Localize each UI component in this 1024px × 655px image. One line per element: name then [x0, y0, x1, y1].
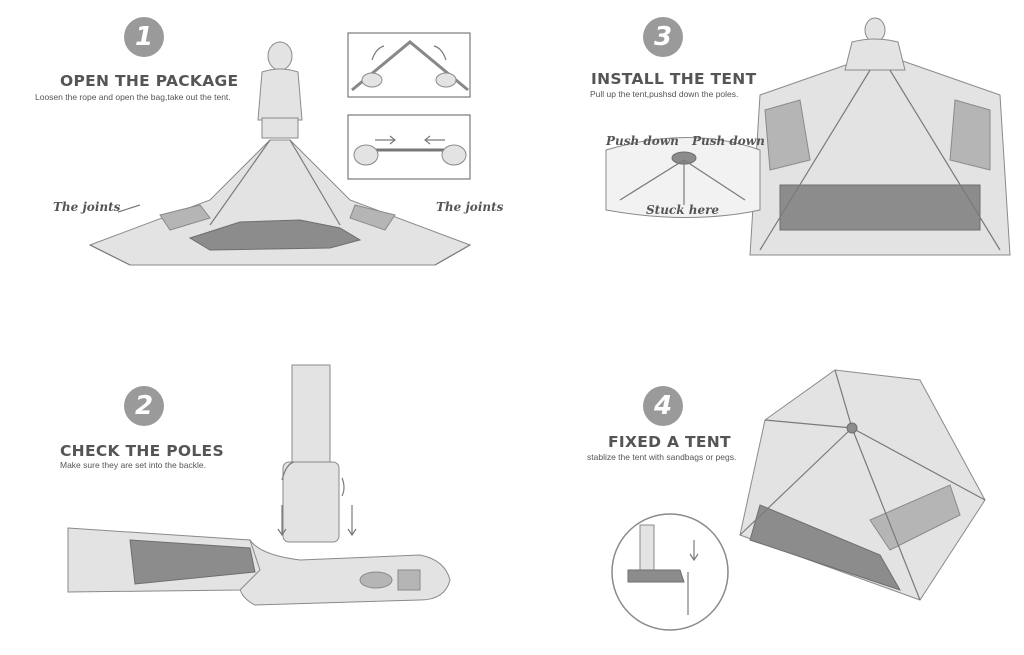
step-4-badge: 4 — [643, 386, 683, 426]
step3-inset — [605, 137, 761, 218]
step-1-title: OPEN THE PACKAGE — [60, 72, 239, 90]
step-4-title: FIXED A TENT — [608, 433, 731, 451]
step-1-subtitle: Loosen the rope and open the bag,take ou… — [35, 92, 231, 102]
step-4-subtitle: stablize the tent with sandbags or pegs. — [587, 452, 737, 462]
step1-inset-bottom-art — [353, 135, 467, 166]
step2-pole-illustration — [67, 364, 451, 606]
step-1-note-joints-left: The joints — [53, 200, 121, 214]
step-3-badge: 3 — [643, 17, 683, 57]
step4-tent-illustration — [739, 369, 986, 601]
step-2-badge: 2 — [124, 386, 164, 426]
step1-inset-top-art — [351, 40, 469, 92]
step-2-subtitle: Make sure they are set into the backle. — [60, 460, 206, 470]
step1-inset-top — [347, 32, 471, 98]
step4-inset-circle — [611, 513, 729, 631]
step-1-badge: 1 — [124, 17, 164, 57]
step-3-title: INSTALL THE TENT — [591, 70, 757, 88]
step-1-note-joints-right: The joints — [436, 200, 504, 214]
step1-inset-bottom — [347, 114, 471, 180]
step-3-subtitle: Pull up the tent,pushsd down the poles. — [590, 89, 739, 99]
step1-tent-illustration — [88, 41, 472, 266]
step3-tent-illustration — [749, 17, 1011, 256]
step-3-note-stuck-here: Stuck here — [646, 203, 720, 217]
step-2-title: CHECK THE POLES — [60, 442, 224, 460]
step-3-note-push-down-right: Push down — [692, 134, 765, 148]
step-3-note-push-down-left: Push down — [606, 134, 679, 148]
